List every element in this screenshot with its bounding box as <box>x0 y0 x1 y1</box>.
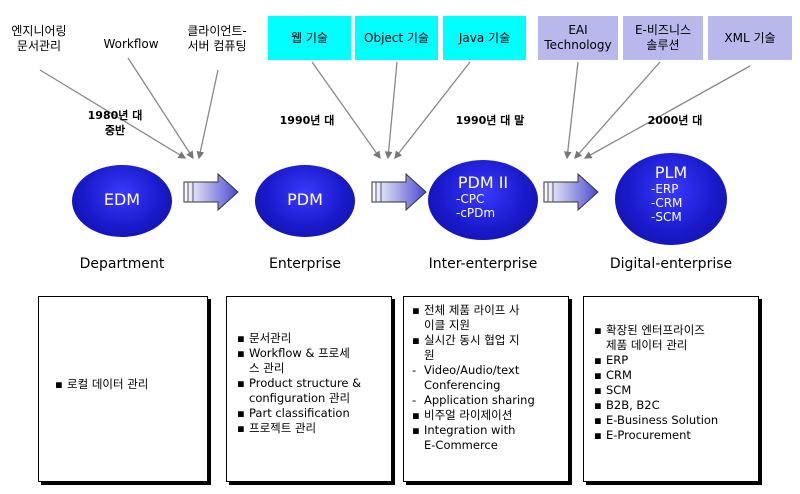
list-item: Workflow & 프로세 스 관리 <box>237 346 391 376</box>
list-item: 확장된 엔터프라이즈 제품 데이터 관리 <box>594 323 758 353</box>
tech-box-java: Java 기술 <box>443 16 526 60</box>
panel-department: 로컬 데이터 관리 <box>38 296 208 482</box>
stage-pdm-title: PDM <box>287 190 323 209</box>
line-xml <box>583 65 751 159</box>
line-client-server <box>196 69 219 160</box>
list-item: ERP <box>594 353 758 368</box>
list-item: Video/Audio/text Conferencing <box>412 363 568 393</box>
stage-pdm2-title: PDM II <box>457 173 509 192</box>
label-engineering-docs: 엔지니어링 문서관리 <box>11 24 67 53</box>
list-item: Part classification <box>237 406 391 421</box>
list-item: CRM <box>594 368 758 383</box>
stage-plm-sub: -ERP -CRM -SCM <box>651 182 683 224</box>
list-item: 로컬 데이터 관리 <box>55 377 207 392</box>
line-object <box>384 61 398 160</box>
stage-plm-title: PLM <box>654 163 688 182</box>
list-item: B2B, B2C <box>594 398 758 413</box>
line-eai <box>563 61 579 160</box>
list-item: 문서관리 <box>237 331 391 346</box>
line-java <box>394 61 471 160</box>
list-item: E-Business Solution <box>594 413 758 428</box>
arrow-pdm-pdm2 <box>371 172 427 212</box>
tech-box-object: Object 기술 <box>355 16 438 60</box>
list-item: 실시간 동시 협업 지 원 <box>412 333 568 363</box>
era-1990s: 1990년 대 <box>279 114 335 127</box>
list-item: Integration with E-Commerce <box>412 423 568 453</box>
stage-pdm2: PDM II -CPC -cPDm <box>428 160 538 240</box>
arrow-edm-pdm <box>183 172 239 212</box>
list-item: Product structure & configuration 관리 <box>237 376 391 406</box>
list-item: Application sharing <box>412 393 568 408</box>
list-item: 비주얼 라이제이션 <box>412 408 568 423</box>
stage-pdm: PDM <box>255 165 355 237</box>
level-department: Department <box>79 256 165 272</box>
stage-pdm2-sub: -CPC -cPDm <box>456 192 496 220</box>
era-1980s: 1980년 대 중반 <box>87 109 143 137</box>
list-item: 프로젝트 관리 <box>237 421 391 436</box>
arrow-pdm2-plm <box>543 172 599 212</box>
line-engineering <box>39 69 187 159</box>
era-late-1990s: 1990년 대 말 <box>455 114 525 127</box>
stage-edm-title: EDM <box>103 190 141 209</box>
era-2000s: 2000년 대 <box>647 114 703 127</box>
list-item: SCM <box>594 383 758 398</box>
label-workflow: Workflow <box>103 37 159 51</box>
line-web <box>311 61 381 160</box>
tech-box-xml: XML 기술 <box>708 16 792 60</box>
label-client-server: 클라이언트- 서버 컴퓨팅 <box>187 24 247 53</box>
list-item: 전체 제품 라이프 사 이클 지원 <box>412 303 568 333</box>
level-enterprise: Enterprise <box>268 256 342 272</box>
tech-box-eai: EAI Technology <box>538 16 618 60</box>
line-ebusiness <box>574 61 661 159</box>
tech-box-ebusiness: E-비즈니스 솔루션 <box>623 16 703 60</box>
stage-edm: EDM <box>72 165 172 237</box>
list-item: E-Procurement <box>594 428 758 443</box>
level-digital-enterprise: Digital-enterprise <box>609 256 733 272</box>
panel-digital-enterprise: 확장된 엔터프라이즈 제품 데이터 관리ERPCRMSCMB2B, B2CE-B… <box>583 296 759 482</box>
tech-box-web: 웹 기술 <box>268 16 351 60</box>
line-workflow <box>127 57 194 160</box>
level-inter-enterprise: Inter-enterprise <box>428 256 538 272</box>
stage-plm: PLM -ERP -CRM -SCM <box>615 153 727 245</box>
panel-inter-enterprise: 전체 제품 라이프 사 이클 지원실시간 동시 협업 지 원Video/Audi… <box>403 296 569 482</box>
